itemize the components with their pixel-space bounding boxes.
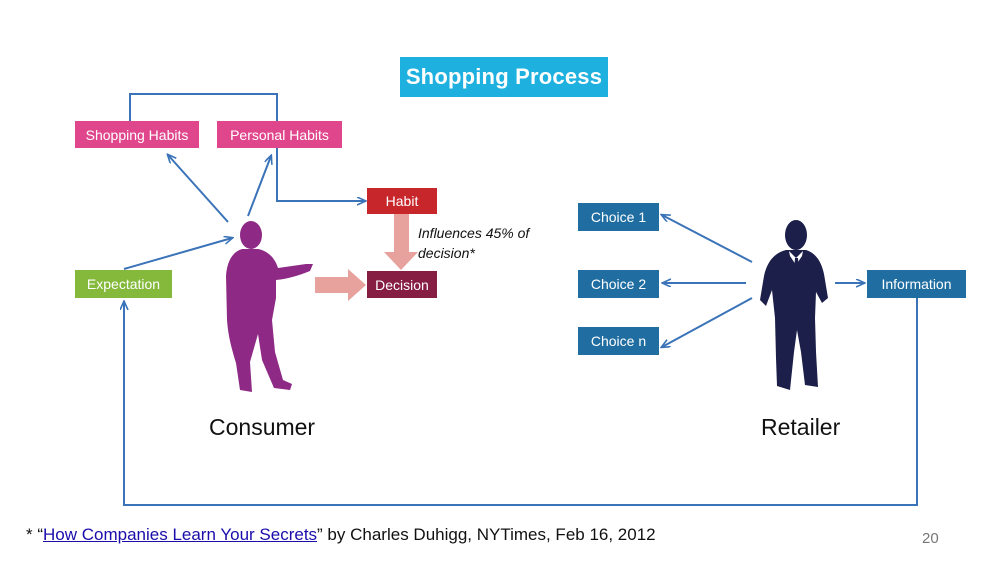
retailer-label: Retailer <box>761 414 841 440</box>
page-number: 20 <box>922 530 939 547</box>
choice-n-node: Choice n <box>578 327 659 355</box>
habits-bracket-line <box>129 93 278 121</box>
habit-to-decision-arrow <box>384 214 418 270</box>
retailer-figure-icon <box>760 220 828 390</box>
consumer-to-shopping-habits-arrow <box>168 155 229 223</box>
choice-2-node: Choice 2 <box>578 270 659 298</box>
footnote-article-link[interactable]: How Companies Learn Your Secrets <box>43 525 318 544</box>
consumer-to-decision-arrow <box>315 269 366 301</box>
retailer-to-choice-1-arrow <box>662 215 753 263</box>
expectation-node: Expectation <box>75 270 172 298</box>
decision-node: Decision <box>367 271 437 298</box>
personal-habits-node: Personal Habits <box>217 121 342 148</box>
consumer-to-personal-habits-arrow <box>247 156 271 217</box>
footnote: * “How Companies Learn Your Secrets” by … <box>26 525 656 545</box>
information-to-expectation-loop <box>124 298 918 506</box>
retailer-to-choice-n-arrow <box>662 297 753 347</box>
personal-to-habit-line <box>276 148 365 201</box>
consumer-label: Consumer <box>209 414 316 440</box>
expectation-to-consumer-arrow <box>123 238 232 270</box>
shopping-habits-node: Shopping Habits <box>75 121 199 148</box>
habit-influence-annotation: Influences 45% of decision* <box>418 225 530 261</box>
consumer-figure-icon <box>226 221 313 392</box>
habit-node: Habit <box>367 188 437 214</box>
choice-1-node: Choice 1 <box>578 203 659 231</box>
information-node: Information <box>867 270 966 298</box>
diagram-title: Shopping Process <box>400 57 608 97</box>
footnote-prefix: * “ <box>26 525 43 544</box>
footnote-suffix: ” by Charles Duhigg, NYTimes, Feb 16, 20… <box>317 525 656 544</box>
